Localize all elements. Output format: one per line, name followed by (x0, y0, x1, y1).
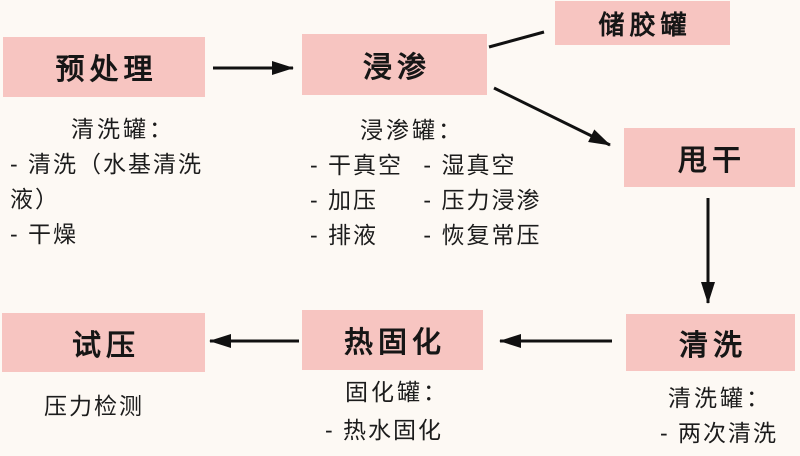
note-heat-cure-line: - 热水固化 (325, 417, 444, 443)
note-impregnation-item: - 排液 (310, 222, 379, 248)
note-pretreatment-line: 液） (10, 186, 60, 212)
flow-node-cleaning: 清洗 (626, 314, 795, 371)
note-impregnation-item: - 湿真空 (423, 152, 517, 178)
note-impregnation-title: 浸渗罐： (360, 117, 464, 143)
node-label-pressure-test: 试压 (71, 329, 140, 362)
note-heat-cure-title: 固化罐： (345, 379, 449, 405)
note-impregnation-row: - 加压 - 压力浸渗 (310, 183, 541, 218)
node-label-glue-tank: 储胶罐 (598, 9, 692, 40)
note-pressure-test: 压力检测 (44, 389, 144, 424)
note-impregnation-row: - 排液 - 恢复常压 (310, 218, 541, 253)
node-label-cleaning: 清洗 (678, 329, 747, 362)
note-pretreatment-line: - 干燥 (10, 221, 79, 247)
note-impregnation-item: - 加压 (310, 187, 379, 213)
note-pretreatment: 清洗罐： - 清洗（水基清洗 液） - 干燥 (10, 112, 203, 252)
note-pretreatment-line: - 清洗（水基清洗 (10, 151, 204, 177)
note-cleaning-line: - 两次清洗 (660, 420, 779, 446)
node-label-impregnation: 浸渗 (362, 51, 431, 84)
node-label-pretreatment: 预处理 (55, 54, 158, 86)
flow-node-glue-tank: 储胶罐 (555, 1, 730, 45)
note-cleaning: 清洗罐： - 两次清洗 (660, 381, 778, 451)
flow-node-pressure-test: 试压 (2, 313, 205, 372)
node-label-heat-cure: 热固化 (343, 327, 446, 359)
note-impregnation-item: - 恢复常压 (423, 222, 542, 248)
note-impregnation-row: - 干真空 - 湿真空 (310, 148, 541, 183)
node-label-spin-dry: 甩干 (677, 144, 746, 177)
note-cleaning-title: 清洗罐： (668, 385, 772, 411)
flow-node-impregnation: 浸渗 (302, 34, 487, 95)
flow-node-heat-cure: 热固化 (302, 310, 483, 370)
note-impregnation-item: - 压力浸渗 (423, 187, 542, 213)
note-pressure-test-line: 压力检测 (44, 393, 144, 419)
note-heat-cure: 固化罐： - 热水固化 (325, 373, 449, 449)
flow-node-spin-dry: 甩干 (624, 128, 795, 187)
note-pretreatment-title: 清洗罐： (71, 116, 175, 142)
flow-node-pretreatment: 预处理 (3, 37, 205, 97)
note-impregnation: 浸渗罐： - 干真空 - 湿真空 - 加压 - 压力浸渗 - 排液 - 恢复常压 (310, 113, 541, 253)
note-impregnation-item: - 干真空 (310, 152, 404, 178)
line-impregnation-to-glue-tank (488, 30, 545, 49)
